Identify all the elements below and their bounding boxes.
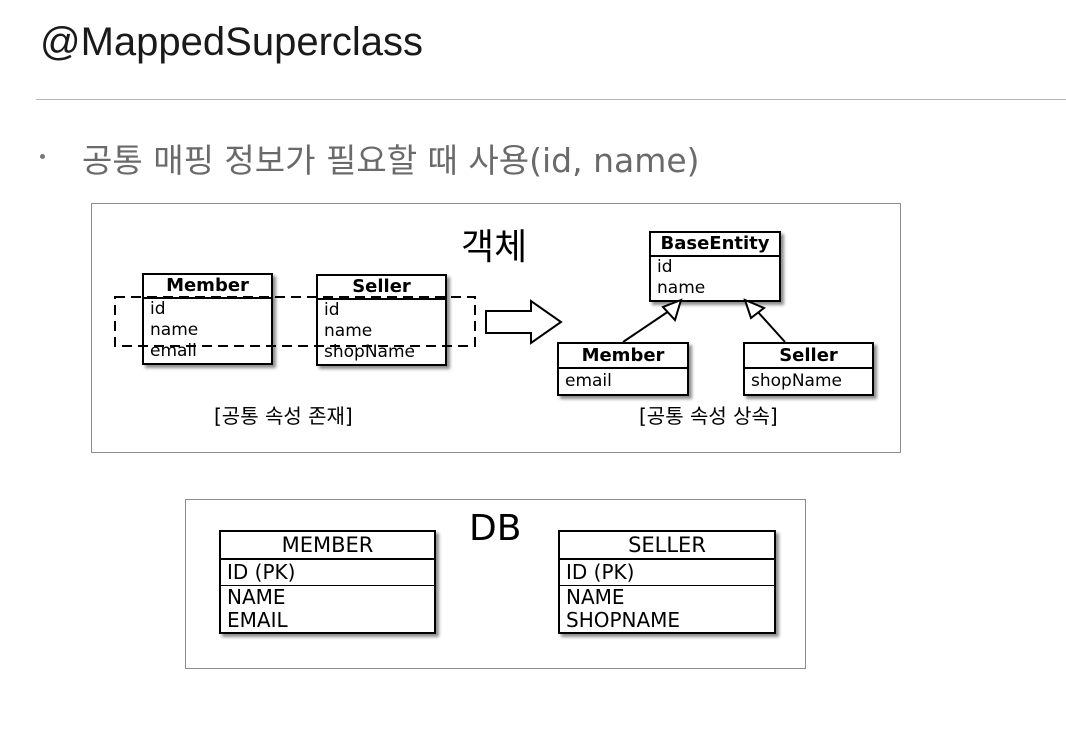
bullet-text: 공통 매핑 정보가 필요할 때 사용(id, name) (82, 141, 700, 180)
seller-table: SELLER ID (PK) NAME SHOPNAME (558, 530, 776, 634)
seller-table-name: SELLER (560, 532, 774, 560)
title-divider (36, 99, 1066, 100)
left-seller-field-shopname: shopName (324, 342, 415, 362)
db-panel: DB MEMBER ID (PK) NAME EMAIL SELLER ID (… (185, 499, 806, 669)
member-table-col-name: NAME (227, 585, 286, 609)
base-entity-class: BaseEntity id name (649, 231, 781, 302)
transform-arrow (485, 299, 563, 345)
base-entity-class-name: BaseEntity (651, 233, 779, 257)
left-member-field-id: id (150, 299, 166, 319)
left-member-field-email: email (150, 341, 197, 361)
left-seller-field-name: name (324, 321, 373, 341)
seller-inheritance-triangle (743, 298, 766, 320)
left-seller-class-name: Seller (318, 276, 445, 300)
right-seller-class-name: Seller (745, 344, 872, 369)
page-title: @MappedSuperclass (40, 20, 424, 64)
seller-table-pk: ID (PK) (560, 560, 774, 586)
seller-table-col-shopname: SHOPNAME (566, 608, 681, 632)
right-seller-field-shopname: shopName (751, 371, 842, 391)
left-member-class: Member id name email (142, 273, 273, 365)
base-entity-field-name: name (657, 278, 706, 298)
base-entity-field-id: id (657, 257, 673, 277)
left-member-class-name: Member (144, 275, 271, 299)
right-member-class: Member email (557, 342, 689, 396)
object-panel: 객체 Member id name email Seller id name s… (91, 203, 901, 453)
bullet-dot (40, 154, 45, 159)
left-seller-field-id: id (324, 300, 340, 320)
member-inherits-line (622, 310, 670, 343)
right-caption: [공통 속성 상속] (639, 404, 778, 428)
right-seller-class: Seller shopName (743, 342, 874, 396)
db-panel-title: DB (469, 508, 522, 549)
left-member-field-name: name (150, 320, 199, 340)
member-inheritance-triangle (661, 298, 683, 322)
seller-table-col-name: NAME (566, 585, 625, 609)
right-member-class-name: Member (559, 344, 687, 369)
member-table-name: MEMBER (221, 532, 434, 560)
member-table-col-email: EMAIL (227, 608, 288, 632)
left-seller-class: Seller id name shopName (316, 274, 447, 366)
right-member-field-email: email (565, 371, 612, 391)
member-table: MEMBER ID (PK) NAME EMAIL (219, 530, 436, 634)
object-panel-title: 객체 (461, 227, 528, 268)
member-table-pk: ID (PK) (221, 560, 434, 586)
seller-inherits-line (756, 310, 786, 343)
left-caption: [공통 속성 존재] (214, 404, 353, 428)
